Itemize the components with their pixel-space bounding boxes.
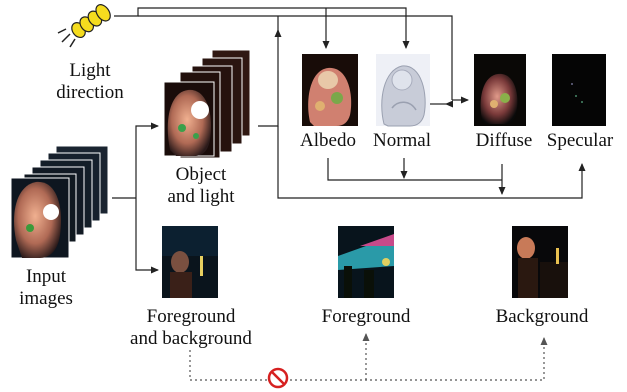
dotted-arrows [189, 333, 548, 381]
background-image [512, 226, 568, 298]
foreground-and-background-image [162, 226, 218, 298]
foreground-image [338, 226, 394, 298]
diffuse-label: Diffuse [475, 130, 533, 151]
diffuse-image [474, 54, 526, 126]
foreground-label: Foreground [321, 306, 411, 327]
no-entry-icon [267, 367, 289, 389]
input-images-label: Input images [19, 266, 73, 309]
background-label: Background [495, 306, 589, 327]
normal-label: Normal [372, 130, 432, 151]
light-bulb-icon [57, 4, 111, 48]
object-and-light-stack [163, 49, 251, 159]
albedo-image [302, 54, 358, 126]
specular-image [552, 54, 606, 126]
input-images-stack [10, 145, 109, 259]
connector-arrows [112, 7, 586, 274]
foreground-and-background-label: Foreground and background [130, 306, 252, 349]
object-and-light-label: Object and light [167, 164, 235, 207]
light-direction-label: Light direction [56, 60, 124, 103]
albedo-label: Albedo [300, 130, 356, 151]
specular-label: Specular [546, 130, 614, 151]
normal-image [376, 54, 430, 127]
